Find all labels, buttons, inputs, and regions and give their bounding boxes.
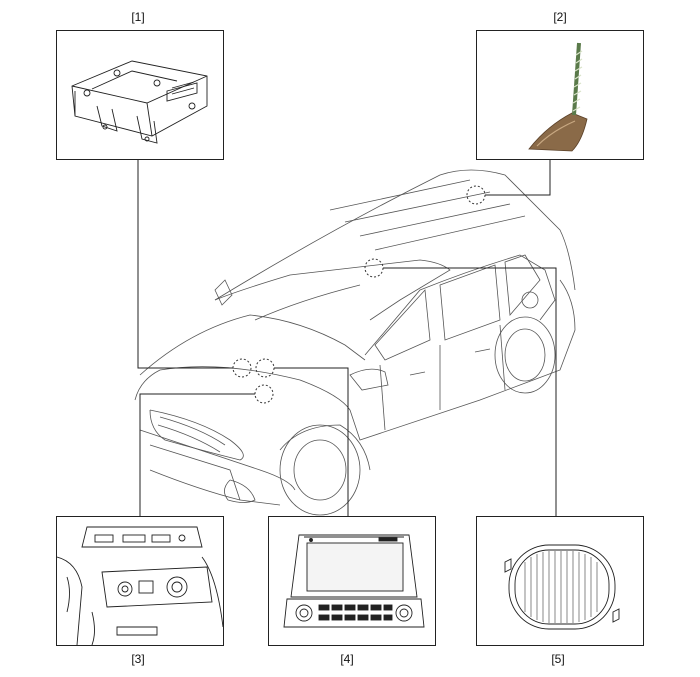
- component-box-2: [476, 30, 644, 160]
- car-outline: [134, 169, 576, 516]
- audio-unit-bracket-icon: [71, 60, 208, 144]
- callout-label-4: [4]: [340, 652, 354, 666]
- callout-circle-head-unit: [255, 358, 275, 378]
- callout-label-5: [5]: [551, 652, 565, 666]
- callout-circles: [232, 185, 486, 404]
- callout-circle-audio-unit: [232, 358, 252, 378]
- callout-circle-jack: [254, 384, 274, 404]
- component-box-4: [268, 516, 436, 646]
- callout-label-1: [1]: [131, 10, 145, 24]
- usb-aux-jack-icon: [57, 526, 223, 645]
- callout-circle-roof-speaker: [364, 258, 384, 278]
- component-box-5: [476, 516, 644, 646]
- head-unit-display-icon: [283, 534, 425, 628]
- shark-fin-antenna-icon: [528, 42, 588, 152]
- component-box-3: [56, 516, 224, 646]
- leader-lines: [137, 159, 557, 516]
- speaker-grille-icon: [504, 544, 620, 630]
- component-box-1: [56, 30, 224, 160]
- callout-label-2: [2]: [553, 10, 567, 24]
- callout-label-3: [3]: [131, 652, 145, 666]
